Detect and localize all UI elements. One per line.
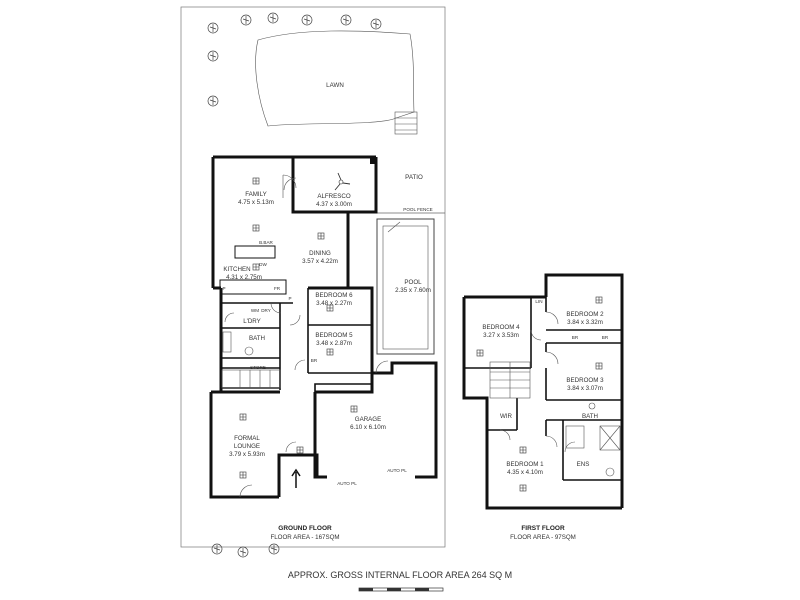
bedroom4-dim: 3.27 x 3.53m — [483, 332, 519, 339]
pool-dim: 2.35 x 7.60m — [395, 287, 431, 294]
entry-arrow-icon — [291, 468, 301, 488]
dining-label: DINING — [309, 250, 331, 257]
bath-label: BATH — [249, 335, 265, 342]
gross-area-footer: APPROX. GROSS INTERNAL FLOOR AREA 264 SQ… — [288, 570, 512, 580]
formal-label: FORMAL — [234, 435, 260, 442]
ground-floor-stairs — [221, 369, 281, 389]
p-left-label: P — [222, 286, 225, 291]
bedroom3-dim: 3.84 x 3.07m — [567, 385, 603, 392]
p-right-label: P — [288, 296, 291, 301]
first-floor-area: FLOOR AREA - 97SQM — [510, 534, 576, 541]
br-b-label: BR — [602, 335, 609, 340]
br-label: BR — [311, 358, 318, 363]
bedroom6-dim: 3.48 x 2.27m — [316, 300, 352, 307]
garage-dim: 6.10 x 6.10m — [350, 424, 386, 431]
kitchen-label: KITCHEN — [223, 266, 250, 273]
first-floor-doors — [499, 311, 576, 453]
ensuite-fixtures — [565, 402, 621, 477]
first-floor-title: FIRST FLOOR — [521, 525, 565, 532]
bedroom5-dim: 3.48 x 2.87m — [316, 340, 352, 347]
lin-label: LIN — [535, 299, 542, 304]
first-floor-stairs — [489, 361, 531, 399]
ceiling-fan-icon — [334, 172, 351, 191]
bedroom1-dim: 4.35 x 4.10m — [507, 469, 543, 476]
scale-bar — [358, 587, 444, 592]
ens-label: ENS — [577, 461, 590, 468]
ground-floor-area: FLOOR AREA - 167SQM — [270, 534, 339, 541]
ground-floor-title: GROUND FLOOR — [278, 525, 332, 532]
dining-dim: 3.57 x 4.22m — [302, 258, 338, 265]
store-label: STORE — [250, 365, 266, 370]
bedroom1-label: BEDROOM 1 — [506, 461, 544, 468]
wm-label: WM — [251, 308, 259, 313]
first-floor-walls — [462, 273, 624, 510]
formal-lounge-dim: 3.79 x 5.93m — [229, 451, 265, 458]
b-bar-label: B.BAR — [259, 240, 273, 245]
dry-label: DRY — [261, 308, 271, 313]
auto-pl-label-2: AUTO PL — [387, 468, 407, 473]
bedroom3-label: BEDROOM 3 — [566, 377, 604, 384]
auto-pl-label-1: AUTO PL — [337, 481, 357, 486]
fr-label: FR — [274, 286, 281, 291]
kitchen-dim: 4.31 x 2.75m — [226, 274, 262, 281]
pool-label: POOL — [404, 279, 422, 286]
bedroom6-label: BEDROOM 6 — [315, 292, 353, 299]
wir-label: WIR — [500, 413, 513, 420]
first-bath-label: BATH — [582, 413, 598, 420]
garage-label: GARAGE — [355, 416, 381, 423]
alfresco-dim: 4.37 x 3.00m — [316, 201, 352, 208]
light-fixtures — [239, 177, 358, 479]
family-dim: 4.75 x 5.13m — [238, 199, 274, 206]
bedroom2-dim: 3.84 x 3.32m — [567, 319, 603, 326]
bedroom2-label: BEDROOM 2 — [566, 311, 604, 318]
dw-label: DW — [259, 262, 267, 267]
ground-floor-walls — [209, 155, 438, 499]
ground-bath-fixtures — [222, 331, 254, 356]
ground-floor-doors — [224, 174, 389, 498]
first-floor-light-fixtures — [476, 296, 603, 492]
bedroom5-label: BEDROOM 5 — [315, 332, 353, 339]
lounge-label: LOUNGE — [234, 443, 260, 450]
bedroom4-label: BEDROOM 4 — [482, 324, 520, 331]
site-boundary — [180, 6, 446, 548]
br-a-label: BR — [572, 335, 579, 340]
patio-label: PATIO — [405, 174, 423, 181]
family-label: FAMILY — [245, 191, 267, 198]
pool — [376, 218, 435, 355]
tree-icons — [207, 12, 382, 558]
lawn-label: LAWN — [326, 82, 344, 89]
lawn-outline — [255, 30, 415, 127]
pool-fence-label: POOL FENCE — [403, 207, 432, 212]
lawn-steps — [394, 111, 418, 135]
alfresco-label: ALFRESCO — [317, 193, 351, 200]
ldry-label: L'DRY — [243, 318, 261, 325]
